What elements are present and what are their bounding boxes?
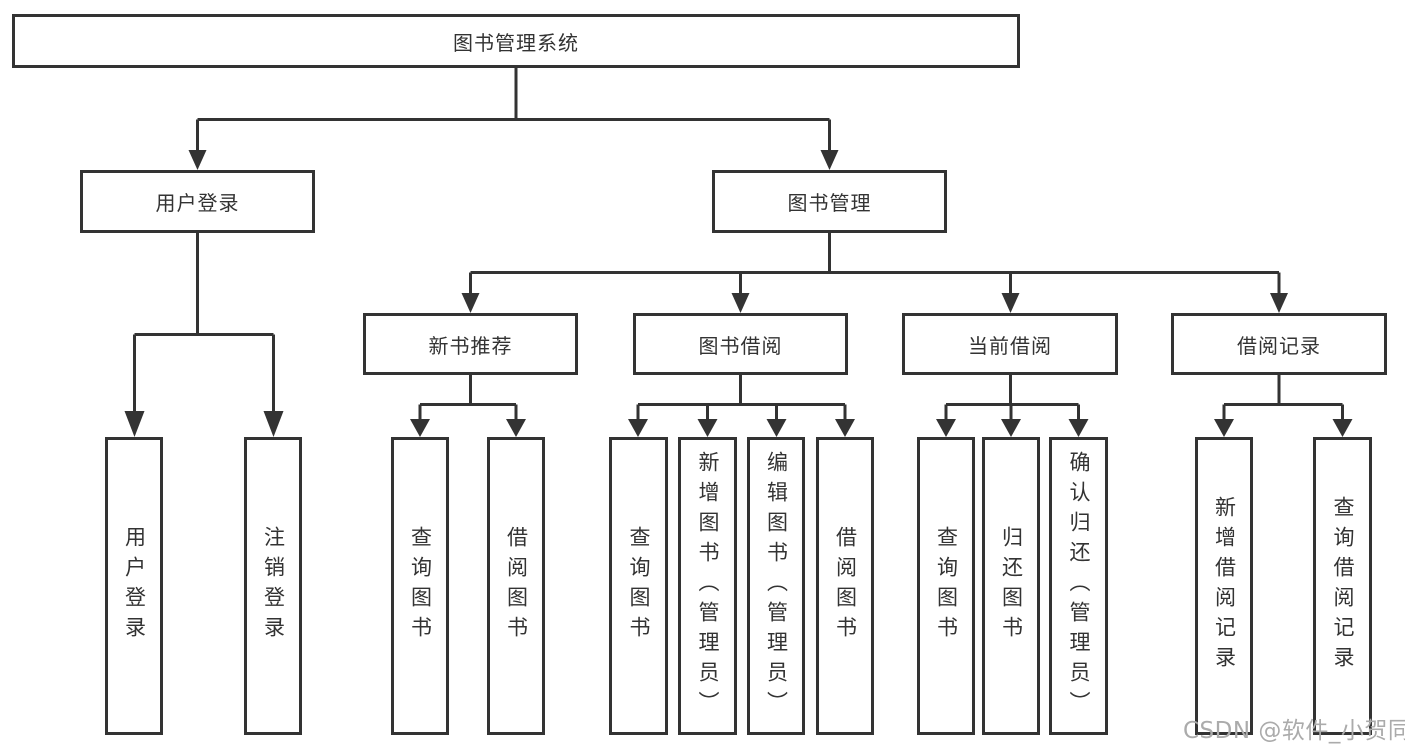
arrowhead-icon — [820, 150, 839, 170]
leaf-label: 查询图书 — [408, 526, 433, 646]
arrowhead-icon — [628, 419, 648, 437]
connector-current-borrowing-branch — [944, 375, 1080, 421]
arrowhead-icon — [1270, 293, 1288, 313]
arrowhead-icon — [1001, 293, 1020, 313]
node-current-borrowing: 当前借阅 — [902, 313, 1118, 375]
node-label: 图书管理 — [787, 191, 872, 215]
node-user-login: 用户登录 — [80, 170, 315, 233]
leaf-label: 用户登录 — [122, 526, 147, 646]
arrowhead-icon — [1001, 419, 1021, 437]
node-label: 图书管理系统 — [453, 30, 579, 55]
arrowhead-icon — [766, 419, 787, 437]
leaf-label: 查询图书 — [934, 526, 959, 646]
node-new-book-recommend: 新书推荐 — [363, 313, 578, 375]
leaf-borrowing-query-books: 查询图书 — [609, 437, 668, 735]
leaf-label: 新增图书（管理员） — [696, 451, 720, 721]
connector-new-books-branch — [418, 375, 518, 421]
arrowhead-icon — [410, 419, 430, 437]
leaf-current-return-books: 归还图书 — [982, 437, 1040, 735]
connector-user-login-branch — [133, 233, 275, 413]
leaf-records-query-record: 查询借阅记录 — [1313, 437, 1372, 735]
node-label: 新书推荐 — [428, 333, 513, 358]
leaf-label: 借阅图书 — [504, 526, 529, 646]
watermark: CSDN @软件_小贺同学 — [1183, 718, 1405, 744]
leaf-current-query-books: 查询图书 — [917, 437, 975, 735]
connector-root-branch — [196, 68, 831, 152]
node-book-borrowing: 图书借阅 — [633, 313, 848, 375]
arrowhead-icon — [835, 419, 855, 437]
leaf-label: 确认归还（管理员） — [1067, 451, 1091, 721]
leaf-newbook-query-books: 查询图书 — [391, 437, 449, 735]
node-borrow-records: 借阅记录 — [1171, 313, 1387, 375]
arrowhead-icon — [697, 419, 718, 437]
leaf-label: 新增借阅记录 — [1212, 496, 1237, 676]
leaf-newbook-borrow-books: 借阅图书 — [487, 437, 545, 735]
leaf-borrowing-add-books-admin: 新增图书（管理员） — [678, 437, 737, 735]
arrowhead-icon — [936, 419, 956, 437]
leaf-logout: 注销登录 — [244, 437, 302, 735]
arrowhead-icon — [124, 411, 145, 437]
connector-book-borrowing-branch — [636, 375, 847, 421]
arrowhead-icon — [461, 293, 480, 313]
arrowhead-icon — [1214, 419, 1234, 437]
leaf-label: 查询借阅记录 — [1331, 496, 1355, 676]
node-label: 借阅记录 — [1237, 333, 1321, 358]
leaf-label: 注销登录 — [261, 526, 286, 646]
node-label: 用户登录 — [155, 191, 240, 215]
node-book-management: 图书管理 — [712, 170, 947, 233]
arrowhead-icon — [1332, 419, 1353, 437]
node-label: 图书借阅 — [698, 333, 783, 358]
arrowhead-icon — [731, 293, 750, 313]
connector-book-mgmt-branch — [469, 233, 1281, 295]
leaf-label: 查询图书 — [627, 526, 651, 646]
leaf-borrowing-borrow-books: 借阅图书 — [816, 437, 874, 735]
leaf-borrowing-edit-books-admin: 编辑图书（管理员） — [747, 437, 805, 735]
connector-borrow-records-branch — [1222, 375, 1344, 421]
leaf-current-confirm-return-admin: 确认归还（管理员） — [1049, 437, 1108, 735]
leaf-label: 编辑图书（管理员） — [764, 451, 789, 721]
arrowhead-icon — [188, 150, 207, 170]
arrowheads — [124, 150, 1353, 437]
node-root-system: 图书管理系统 — [12, 14, 1020, 68]
leaf-user-login: 用户登录 — [105, 437, 163, 735]
leaf-label: 借阅图书 — [833, 526, 858, 646]
arrowhead-icon — [1068, 419, 1089, 437]
arrowhead-icon — [506, 419, 526, 437]
leaf-records-add-record: 新增借阅记录 — [1195, 437, 1253, 735]
node-label: 当前借阅 — [968, 333, 1052, 358]
leaf-label: 归还图书 — [999, 526, 1024, 646]
arrowhead-icon — [263, 411, 284, 437]
